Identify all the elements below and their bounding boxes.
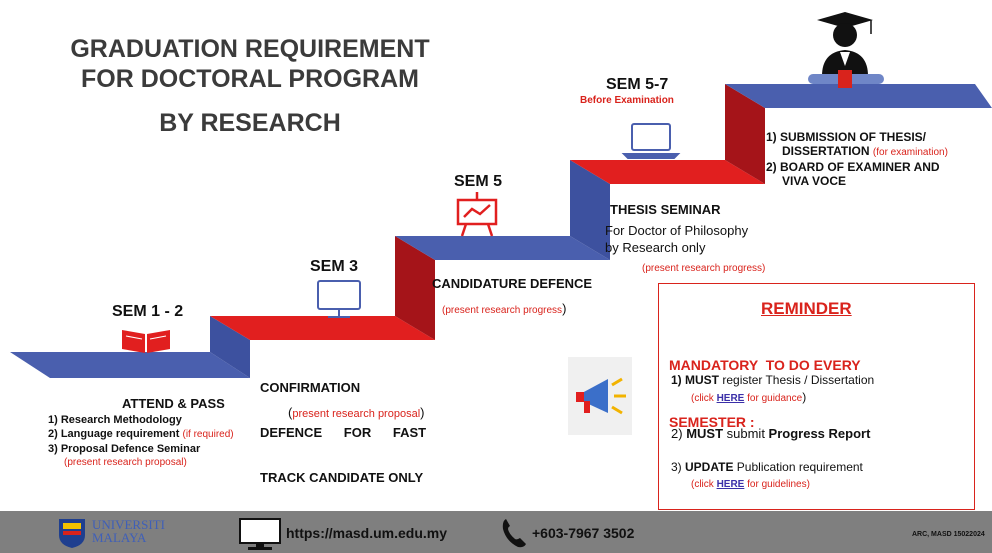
stage-1-note: (present research proposal) [64, 457, 187, 468]
website-link[interactable]: https://masd.um.edu.my [286, 525, 448, 541]
guidelines-here-link[interactable]: HERE [716, 479, 745, 490]
university-crest-icon [59, 519, 85, 548]
stage-5-item-2-line-2: VIVA VOCE [782, 174, 847, 188]
staircase-graphic [10, 12, 992, 378]
stage-1-item-3: 3) Proposal Defence Seminar [48, 443, 201, 455]
document-code: ARC, MASD 15022024 [912, 531, 985, 538]
stage-1-requirements: 1) Research Methodology 2) Language requ… [48, 413, 234, 470]
reminder-sub-line-2: SEMESTER : [669, 414, 755, 430]
stage-1-item-1: 1) Research Methodology [48, 414, 182, 426]
book-icon [122, 330, 170, 353]
stage-4-sem-label: SEM 5-7 [606, 76, 669, 93]
title-line-2: FOR DOCTORAL PROGRAM [81, 65, 419, 93]
stage-1-item-2-note: (if required) [182, 429, 234, 440]
stage-2-title: CONFIRMATION DEFENCE FOR FAST TRACK CAND… [260, 350, 460, 500]
reminder-item-1: 1) MUST register Thesis / Dissertation [671, 373, 875, 387]
reminder-item-1-link-line: (click HERE for guidance) [691, 390, 807, 404]
step-5-top [725, 84, 992, 108]
stage-1-sem-label: SEM 1 - 2 [112, 303, 184, 320]
step-1-top [10, 352, 250, 378]
step-3-riser [570, 160, 610, 260]
guidance-here-link[interactable]: HERE [716, 393, 745, 404]
stage-3-sem-label: SEM 5 [454, 173, 503, 190]
step-4-top [570, 160, 765, 184]
footer-bar: UNIVERSITI MALAYA https://masd.um.edu.my… [0, 511, 992, 553]
university-logo-text: UNIVERSITI MALAYA [92, 518, 165, 544]
stage-5-item-1-line-1: 1) SUBMISSION OF THESIS/ [766, 130, 927, 144]
megaphone-icon [576, 377, 626, 415]
stage-3-note: (present research progress) [442, 301, 567, 316]
reminder-subheading: MANDATORY TO DO EVERY SEMESTER : [669, 318, 861, 470]
phone-number: +603-7967 3502 [532, 525, 635, 541]
stage-2-title-line-1: CONFIRMATION [260, 380, 361, 395]
phone-icon [502, 519, 526, 548]
graduate-icon [808, 12, 884, 88]
stage-4-note: (present research progress) [642, 263, 766, 274]
computer-icon [239, 518, 281, 550]
stage-3-title: CANDIDATURE DEFENCE [432, 276, 593, 291]
stage-5-item-2-line-1: 2) BOARD OF EXAMINER AND [766, 160, 940, 174]
stage-1-title: ATTEND & PASS [122, 396, 225, 411]
stage-1-item-2: 2) Language requirement (if required) [48, 428, 234, 440]
presentation-board-icon [456, 192, 498, 237]
step-4-riser [725, 84, 765, 184]
logo-line-1: UNIVERSITI [92, 517, 165, 532]
monitor-icon [317, 280, 361, 318]
reminder-heading: REMINDER [761, 299, 852, 318]
stage-2-sem-label: SEM 3 [310, 258, 359, 275]
stage-5-item-1-line-2: DISSERTATION (for examination) [782, 144, 948, 158]
stage-2-note: (present research proposal) [288, 405, 425, 420]
reminder-item-3-link-line: (click HERE for guidelines) [691, 479, 810, 490]
step-2-riser [395, 236, 435, 340]
title-line-1: GRADUATION REQUIREMENT [70, 35, 430, 63]
stage-2-title-line-3: TRACK CANDIDATE ONLY [260, 470, 424, 485]
logo-line-2: MALAYA [92, 530, 147, 545]
laptop-icon [621, 123, 681, 159]
stage-2-title-line-2: DEFENCE FOR FAST [260, 425, 427, 440]
stage-4-sub-label: Before Examination [580, 95, 674, 106]
page-title: GRADUATION REQUIREMENT FOR DOCTORAL PROG… [50, 34, 450, 138]
step-3-top [395, 236, 610, 260]
title-line-3: BY RESEARCH [159, 109, 341, 137]
megaphone-tile [568, 357, 632, 435]
stage-5-requirements: 1) SUBMISSION OF THESIS/ DISSERTATION (f… [766, 130, 948, 188]
stage-4-desc-line-2: by Research only [605, 240, 706, 255]
stage-4-desc-line-1: For Doctor of Philosophy [605, 223, 749, 238]
reminder-item-3: 3) UPDATE Publication requirement [671, 460, 863, 474]
reminder-sub-line-1: MANDATORY TO DO EVERY [669, 357, 861, 373]
reminder-box: REMINDER MANDATORY TO DO EVERY SEMESTER … [658, 283, 975, 510]
stage-4-title: THESIS SEMINAR [610, 202, 721, 217]
stage-4-desc: For Doctor of Philosophy by Research onl… [605, 222, 748, 256]
step-1-riser [210, 316, 250, 378]
reminder-item-2: 2) MUST submit Progress Report [671, 426, 871, 441]
step-2-top [210, 316, 435, 340]
